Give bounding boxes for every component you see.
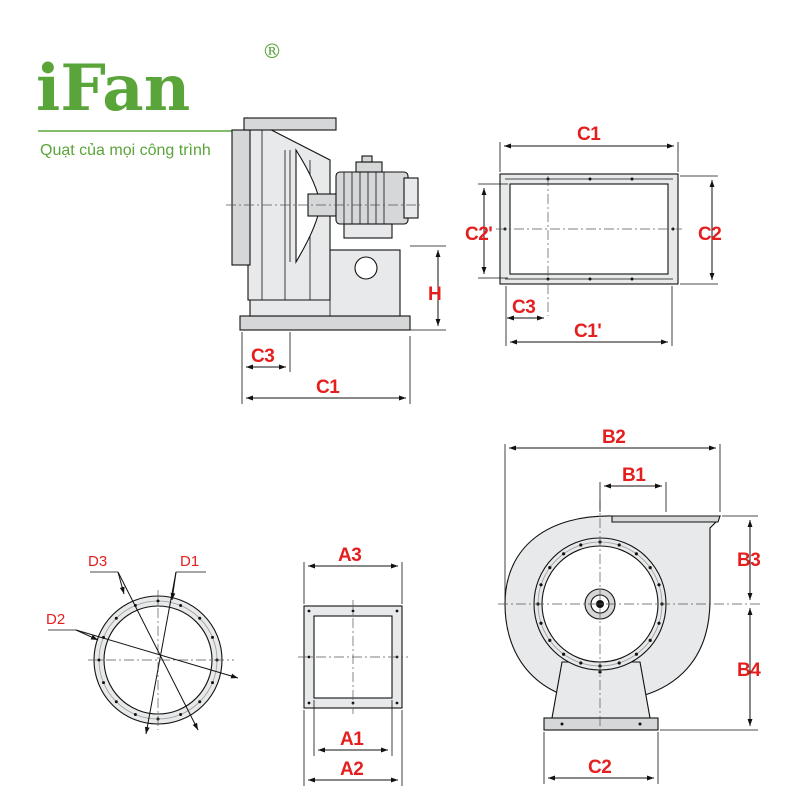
front-dim-b1: B1 [622, 465, 646, 486]
bolt-hole [198, 700, 202, 704]
front-dim-b4: B4 [737, 660, 761, 681]
outlet-dim-c3: C3 [512, 297, 535, 318]
bolt-hole [648, 638, 652, 643]
bolt-hole [562, 552, 566, 556]
inlet-dim-a2: A2 [340, 759, 363, 780]
bolt-hole [102, 681, 105, 685]
outlet-dim-c1: C1 [577, 124, 601, 145]
bolt-hole [579, 661, 583, 665]
side-pedestal-hole [354, 256, 378, 280]
bolt-hole [539, 621, 543, 625]
side-dim-h: H [428, 284, 441, 305]
bolt-hole [179, 713, 183, 716]
outlet-dim-c2-prime: C2' [465, 224, 492, 245]
inlet-square-view: A3 A1 A2 [298, 545, 408, 786]
brand-tagline: Quạt của mọi công trình [40, 142, 211, 159]
bolt-hole [634, 652, 639, 656]
flange-dim-d1: D1 [180, 553, 199, 570]
front-view: B2 B1 B3 B4 C2 [498, 427, 762, 784]
bolt-hole [114, 616, 118, 620]
side-inlet-flange [231, 129, 251, 266]
front-base-plate [543, 717, 659, 731]
side-view: H C3 C1 [226, 117, 446, 404]
bolt-hole [634, 552, 639, 556]
side-outlet-flange [243, 117, 337, 131]
flange-dim-d2: D2 [46, 611, 65, 628]
bolt-hole [657, 583, 661, 587]
inlet-dim-a1: A1 [340, 729, 364, 750]
bolt-hole [617, 661, 621, 665]
side-dim-c1: C1 [316, 377, 340, 398]
outlet-flange-view: C1 C2 C2' C3 C1' [465, 124, 722, 346]
bolt-hole [211, 681, 214, 685]
bolt-hole [133, 713, 137, 716]
bolt-hole [617, 543, 621, 547]
flange-bolt-holes [97, 599, 219, 721]
side-base-plate [239, 315, 411, 331]
bolt-hole [648, 566, 652, 570]
brand-name: iFan [36, 51, 190, 126]
bolt-hole [562, 652, 566, 656]
flange-inner-circle [103, 605, 213, 715]
front-dim-b3: B3 [737, 550, 760, 571]
bolt-hole [97, 658, 101, 662]
front-outlet-flange [611, 515, 721, 523]
registered-mark: ® [262, 39, 282, 63]
side-motor [335, 155, 419, 239]
outlet-dim-c1-prime: C1' [574, 321, 601, 342]
bolt-hole [579, 543, 583, 547]
bolt-hole [548, 566, 552, 570]
bolt-hole [114, 700, 118, 704]
circular-flange-view: D3 D1 D2 [46, 553, 239, 735]
bolt-hole [548, 638, 552, 643]
bolt-hole [539, 583, 543, 587]
front-dim-b2: B2 [602, 427, 625, 448]
side-dim-c3: C3 [251, 346, 274, 367]
front-bolt-holes [536, 540, 664, 668]
outlet-dim-c2: C2 [698, 224, 721, 245]
inlet-dim-a3: A3 [338, 545, 361, 566]
bolt-hole [179, 604, 183, 607]
bolt-hole [657, 621, 661, 625]
bolt-hole [198, 616, 202, 620]
front-dim-c2: C2 [588, 757, 611, 778]
bolt-hole [156, 599, 160, 603]
bolt-hole [211, 635, 214, 639]
flange-dim-d3: D3 [88, 553, 107, 570]
brand-logo: iFan ® Quạt của mọi công trình [36, 39, 282, 159]
